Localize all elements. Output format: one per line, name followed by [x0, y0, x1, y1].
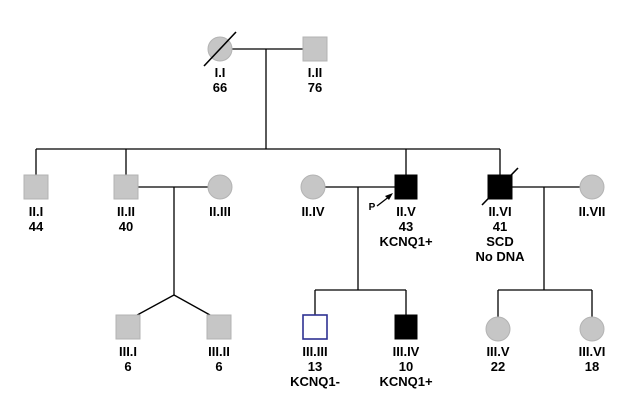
- individual-id: III.VI: [579, 344, 606, 359]
- female-symbol: [579, 174, 605, 200]
- age: 10: [399, 359, 413, 374]
- individual-III-III: III.III 13 KCNQ1-: [290, 314, 340, 389]
- individual-id: III.I: [119, 344, 137, 359]
- individual-id: III.III: [302, 344, 327, 359]
- male-symbol: [23, 174, 49, 200]
- individual-II-I: II.I 44: [23, 174, 49, 234]
- proband-marker: P: [369, 202, 376, 213]
- age: 6: [215, 359, 222, 374]
- age: 76: [308, 80, 322, 95]
- individual-III-VI: III.VI 18: [579, 316, 606, 374]
- age: 44: [29, 219, 44, 234]
- individual-id: II.I: [29, 204, 43, 219]
- male-symbol: [302, 36, 328, 62]
- female-symbol: [300, 174, 326, 200]
- age: 18: [585, 359, 599, 374]
- genotype: KCNQ1+: [379, 374, 433, 389]
- female-symbol: [579, 316, 605, 342]
- individual-id: III.II: [208, 344, 230, 359]
- age: 6: [124, 359, 131, 374]
- individual-II-II: II.II 40: [113, 174, 139, 234]
- individual-II-VII: II.VII: [579, 174, 606, 219]
- dna-status: No DNA: [475, 249, 525, 264]
- individual-id: I.I: [215, 65, 226, 80]
- female-symbol: [485, 316, 511, 342]
- genotype: KCNQ1+: [379, 234, 433, 249]
- individual-III-IV: III.IV 10 KCNQ1+: [379, 314, 433, 389]
- age: 40: [119, 219, 133, 234]
- individual-III-II: III.II 6: [206, 314, 232, 374]
- pedigree-lines: [35, 48, 593, 321]
- age: 13: [308, 359, 322, 374]
- individual-id: II.II: [117, 204, 135, 219]
- individual-I-II: I.II 76: [302, 36, 328, 95]
- individual-III-V: III.V 22: [485, 316, 511, 374]
- individual-I-I: I.I 66: [203, 31, 237, 95]
- age: 66: [213, 80, 227, 95]
- cause-of-death: SCD: [486, 234, 513, 249]
- individual-II-IV: II.IV: [300, 174, 326, 219]
- age: 41: [493, 219, 507, 234]
- individual-III-I: III.I 6: [115, 314, 141, 374]
- female-symbol: [207, 174, 233, 200]
- individual-id: I.II: [308, 65, 322, 80]
- individual-id: II.VI: [488, 204, 511, 219]
- individual-id: III.V: [486, 344, 509, 359]
- male-symbol: [394, 314, 418, 340]
- individual-id: II.III: [209, 204, 231, 219]
- male-symbol: [115, 314, 141, 340]
- individual-id: II.V: [396, 204, 416, 219]
- individual-II-III: II.III: [207, 174, 233, 219]
- individual-id: III.IV: [393, 344, 420, 359]
- deceased-slash: [203, 31, 237, 67]
- individual-id: II.IV: [301, 204, 324, 219]
- proband-arrow-icon: [376, 193, 393, 207]
- deceased-slash: [481, 167, 519, 206]
- male-symbol: [394, 174, 418, 200]
- individual-II-VI: II.VI 41 SCD No DNA: [475, 167, 525, 264]
- age: 22: [491, 359, 505, 374]
- individual-II-V: P II.V 43 KCNQ1+: [369, 174, 433, 249]
- genotype: KCNQ1-: [290, 374, 340, 389]
- male-symbol: [206, 314, 232, 340]
- male-symbol: [113, 174, 139, 200]
- individual-id: II.VII: [579, 204, 606, 219]
- male-symbol: [302, 314, 328, 340]
- age: 43: [399, 219, 413, 234]
